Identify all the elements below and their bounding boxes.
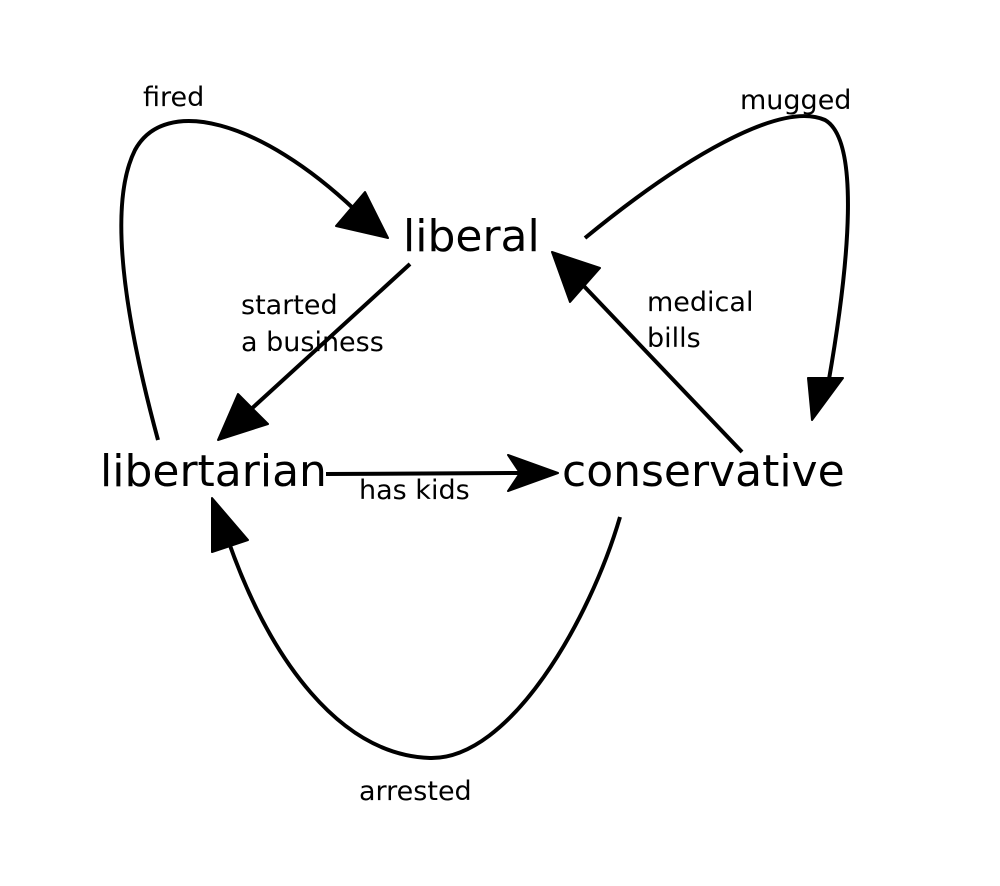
node-libertarian: libertarian — [100, 446, 327, 497]
edge-label-medical-line2: bills — [647, 323, 701, 354]
edge-arrested — [211, 497, 622, 761]
edge-arrested-arrowhead — [211, 497, 249, 553]
edge-label-has-kids: has kids — [359, 475, 470, 506]
edge-medical-bills-arrowhead — [551, 251, 601, 303]
edge-arrested-line — [226, 516, 622, 761]
node-liberal: liberal — [403, 211, 540, 262]
edge-fired-line — [119, 119, 357, 441]
edge-label-fired: fired — [143, 82, 204, 113]
edge-mugged-arrowhead — [807, 377, 844, 421]
edge-has-kids — [325, 454, 559, 492]
edge-fired — [119, 119, 389, 441]
edge-fired-arrowhead — [335, 191, 389, 239]
edge-label-medical-line1: medical — [647, 287, 753, 318]
edge-has-kids-line — [325, 471, 521, 476]
edge-label-started-line1: started — [241, 290, 338, 321]
edge-medical-bills — [551, 251, 744, 454]
edge-started-a-business-arrowhead — [217, 393, 269, 441]
edge-label-arrested: arrested — [359, 776, 472, 807]
edge-started-a-business — [217, 262, 412, 441]
edge-label-started-line2: a business — [241, 327, 384, 358]
edge-mugged-line — [583, 114, 850, 386]
edge-started-a-business-line — [246, 262, 412, 414]
edge-mugged — [583, 114, 850, 421]
edge-medical-bills-line — [578, 280, 744, 454]
node-conservative: conservative — [562, 446, 845, 497]
edge-label-mugged: mugged — [740, 85, 851, 116]
edge-has-kids-arrowhead — [507, 454, 559, 492]
